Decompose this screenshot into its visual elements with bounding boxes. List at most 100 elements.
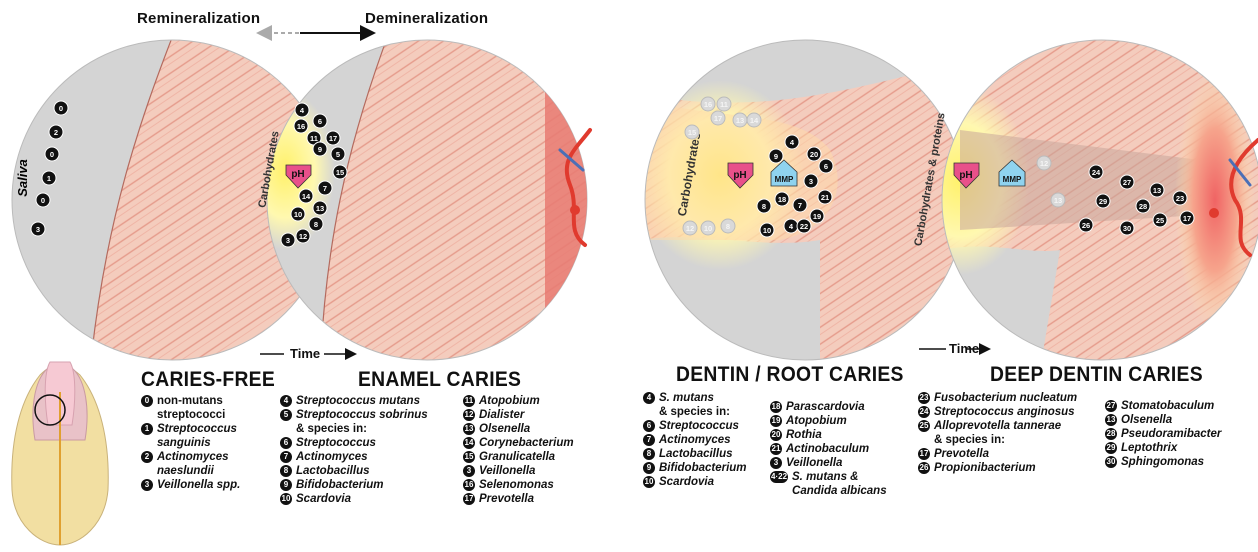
bacteria-marker: 12 bbox=[296, 229, 310, 243]
legend-number-badge: 27 bbox=[1105, 400, 1117, 412]
legend-text-line: Scardovia bbox=[659, 475, 714, 489]
legend-item: 8Lactobacillus bbox=[280, 464, 428, 478]
legend-item: 10Scardovia bbox=[643, 475, 747, 489]
legend-text-line: Scardovia bbox=[296, 492, 351, 506]
bacteria-marker: 23 bbox=[1173, 191, 1187, 205]
legend-text-line: & species in: bbox=[643, 405, 730, 419]
legend-item: 24Streptococcus anginosus bbox=[918, 405, 1077, 419]
legend-item: 5Streptococcus sobrinus bbox=[280, 408, 428, 422]
marker-label: 3 bbox=[286, 236, 290, 245]
legend-number-badge: 20 bbox=[770, 429, 782, 441]
legend-number-badge: 19 bbox=[770, 415, 782, 427]
legend-number-badge: 8 bbox=[643, 448, 655, 460]
legend-text: Scardovia bbox=[296, 492, 351, 506]
legend-item: 2Actinomycesnaeslundii bbox=[141, 450, 240, 478]
deep-legend-col1: 23Fusobacterium nucleatum24Streptococcus… bbox=[918, 391, 1077, 475]
marker-label: 12 bbox=[299, 232, 307, 241]
legend-text-line: Streptococcus mutans bbox=[296, 394, 420, 408]
marker-label: 0 bbox=[59, 104, 63, 113]
marker-label: 17 bbox=[714, 114, 722, 123]
legend-item: 28Pseudoramibacter bbox=[1105, 427, 1221, 441]
legend-item: 3 Veillonella spp. bbox=[141, 478, 240, 492]
faded-marker: 12 bbox=[683, 221, 697, 235]
bacteria-marker: 4 bbox=[784, 219, 798, 233]
legend-text: Sphingomonas bbox=[1121, 455, 1204, 469]
bacteria-marker: 7 bbox=[793, 198, 807, 212]
bacteria-marker: 28 bbox=[1136, 199, 1150, 213]
faded-marker: 11 bbox=[717, 97, 731, 111]
marker-label: 15 bbox=[688, 128, 696, 137]
legend-text: Corynebacterium bbox=[479, 436, 574, 450]
legend-number-badge: 1 bbox=[141, 423, 153, 435]
bacteria-marker: 13 bbox=[1150, 183, 1164, 197]
marker-label: 27 bbox=[1123, 178, 1131, 187]
legend-text-line: Actinomyces bbox=[157, 450, 229, 464]
enamel-legend-col2: 11Atopobium12Dialister13Olsenella14Coryn… bbox=[463, 394, 574, 506]
legend-text-line: Actinomyces bbox=[659, 433, 731, 447]
marker-label: 16 bbox=[297, 122, 305, 131]
legend-text-line: Veillonella bbox=[786, 456, 842, 470]
legend-item: 3Veillonella bbox=[770, 456, 887, 470]
saliva-label: Saliva bbox=[15, 159, 30, 197]
legend-item: 18Parascardovia bbox=[770, 400, 887, 414]
legend-text: Actinomycesnaeslundii bbox=[157, 450, 229, 478]
legend-text-line: Olsenella bbox=[479, 422, 530, 436]
legend-text-line: Veillonella spp. bbox=[157, 478, 240, 492]
legend-text: Streptococcus anginosus bbox=[934, 405, 1075, 419]
legend-text-line: Selenomonas bbox=[479, 478, 554, 492]
marker-label: 17 bbox=[329, 134, 337, 143]
legend-text: S. mutans bbox=[659, 391, 714, 405]
legend-text: Olsenella bbox=[1121, 413, 1172, 427]
bacteria-marker: 3 bbox=[804, 174, 818, 188]
legend-number-badge: 17 bbox=[463, 493, 475, 505]
legend-text-line: naeslundii bbox=[157, 464, 229, 478]
marker-label: 23 bbox=[1176, 194, 1184, 203]
deep-legend-col2: 27Stomatobaculum13Olsenella28Pseudoramib… bbox=[1105, 399, 1221, 469]
bacteria-marker: 24 bbox=[1089, 165, 1103, 179]
bacteria-marker: 15 bbox=[333, 165, 347, 179]
marker-label: 9 bbox=[774, 152, 778, 161]
caries-free-title: CARIES-FREE bbox=[141, 368, 275, 392]
legend-text-line: Fusobacterium nucleatum bbox=[934, 391, 1077, 405]
legend-text-line: Pseudoramibacter bbox=[1121, 427, 1221, 441]
legend-text-line: Streptococcus anginosus bbox=[934, 405, 1075, 419]
bacteria-marker: 18 bbox=[775, 192, 789, 206]
faded-marker: 10 bbox=[701, 221, 715, 235]
legend-number-badge: 3 bbox=[141, 479, 153, 491]
marker-label: 10 bbox=[763, 226, 771, 235]
faded-marker: 14 bbox=[747, 113, 761, 127]
legend-text: Selenomonas bbox=[479, 478, 554, 492]
legend-text-line: Actinobaculum bbox=[786, 442, 869, 456]
bacteria-marker: 5 bbox=[331, 147, 345, 161]
legend-text-line: Veillonella bbox=[479, 464, 535, 478]
legend-number-badge: 6 bbox=[280, 437, 292, 449]
marker-label: 8 bbox=[762, 202, 766, 211]
deep-dentin-caries-circle bbox=[890, 30, 1258, 370]
marker-label: 29 bbox=[1099, 197, 1107, 206]
bacteria-marker: 6 bbox=[313, 114, 327, 128]
marker-label: 13 bbox=[736, 116, 744, 125]
legend-item: 9Bifidobacterium bbox=[643, 461, 747, 475]
marker-label: 11 bbox=[720, 100, 728, 109]
svg-text:pH: pH bbox=[291, 169, 304, 180]
bacteria-marker: 8 bbox=[309, 217, 323, 231]
legend-text: Streptococcussanguinis bbox=[157, 422, 237, 450]
marker-label: 25 bbox=[1156, 216, 1164, 225]
legend-number-badge: 17 bbox=[918, 448, 930, 460]
bacteria-marker: 16 bbox=[294, 119, 308, 133]
svg-text:MMP: MMP bbox=[775, 175, 794, 184]
marker-label: 15 bbox=[336, 168, 344, 177]
legend-item: 20Rothia bbox=[770, 428, 887, 442]
marker-label: 12 bbox=[686, 224, 694, 233]
bacteria-marker: 6 bbox=[819, 159, 833, 173]
legend-text-line: Propionibacterium bbox=[934, 461, 1036, 475]
legend-number-badge: 21 bbox=[770, 443, 782, 455]
